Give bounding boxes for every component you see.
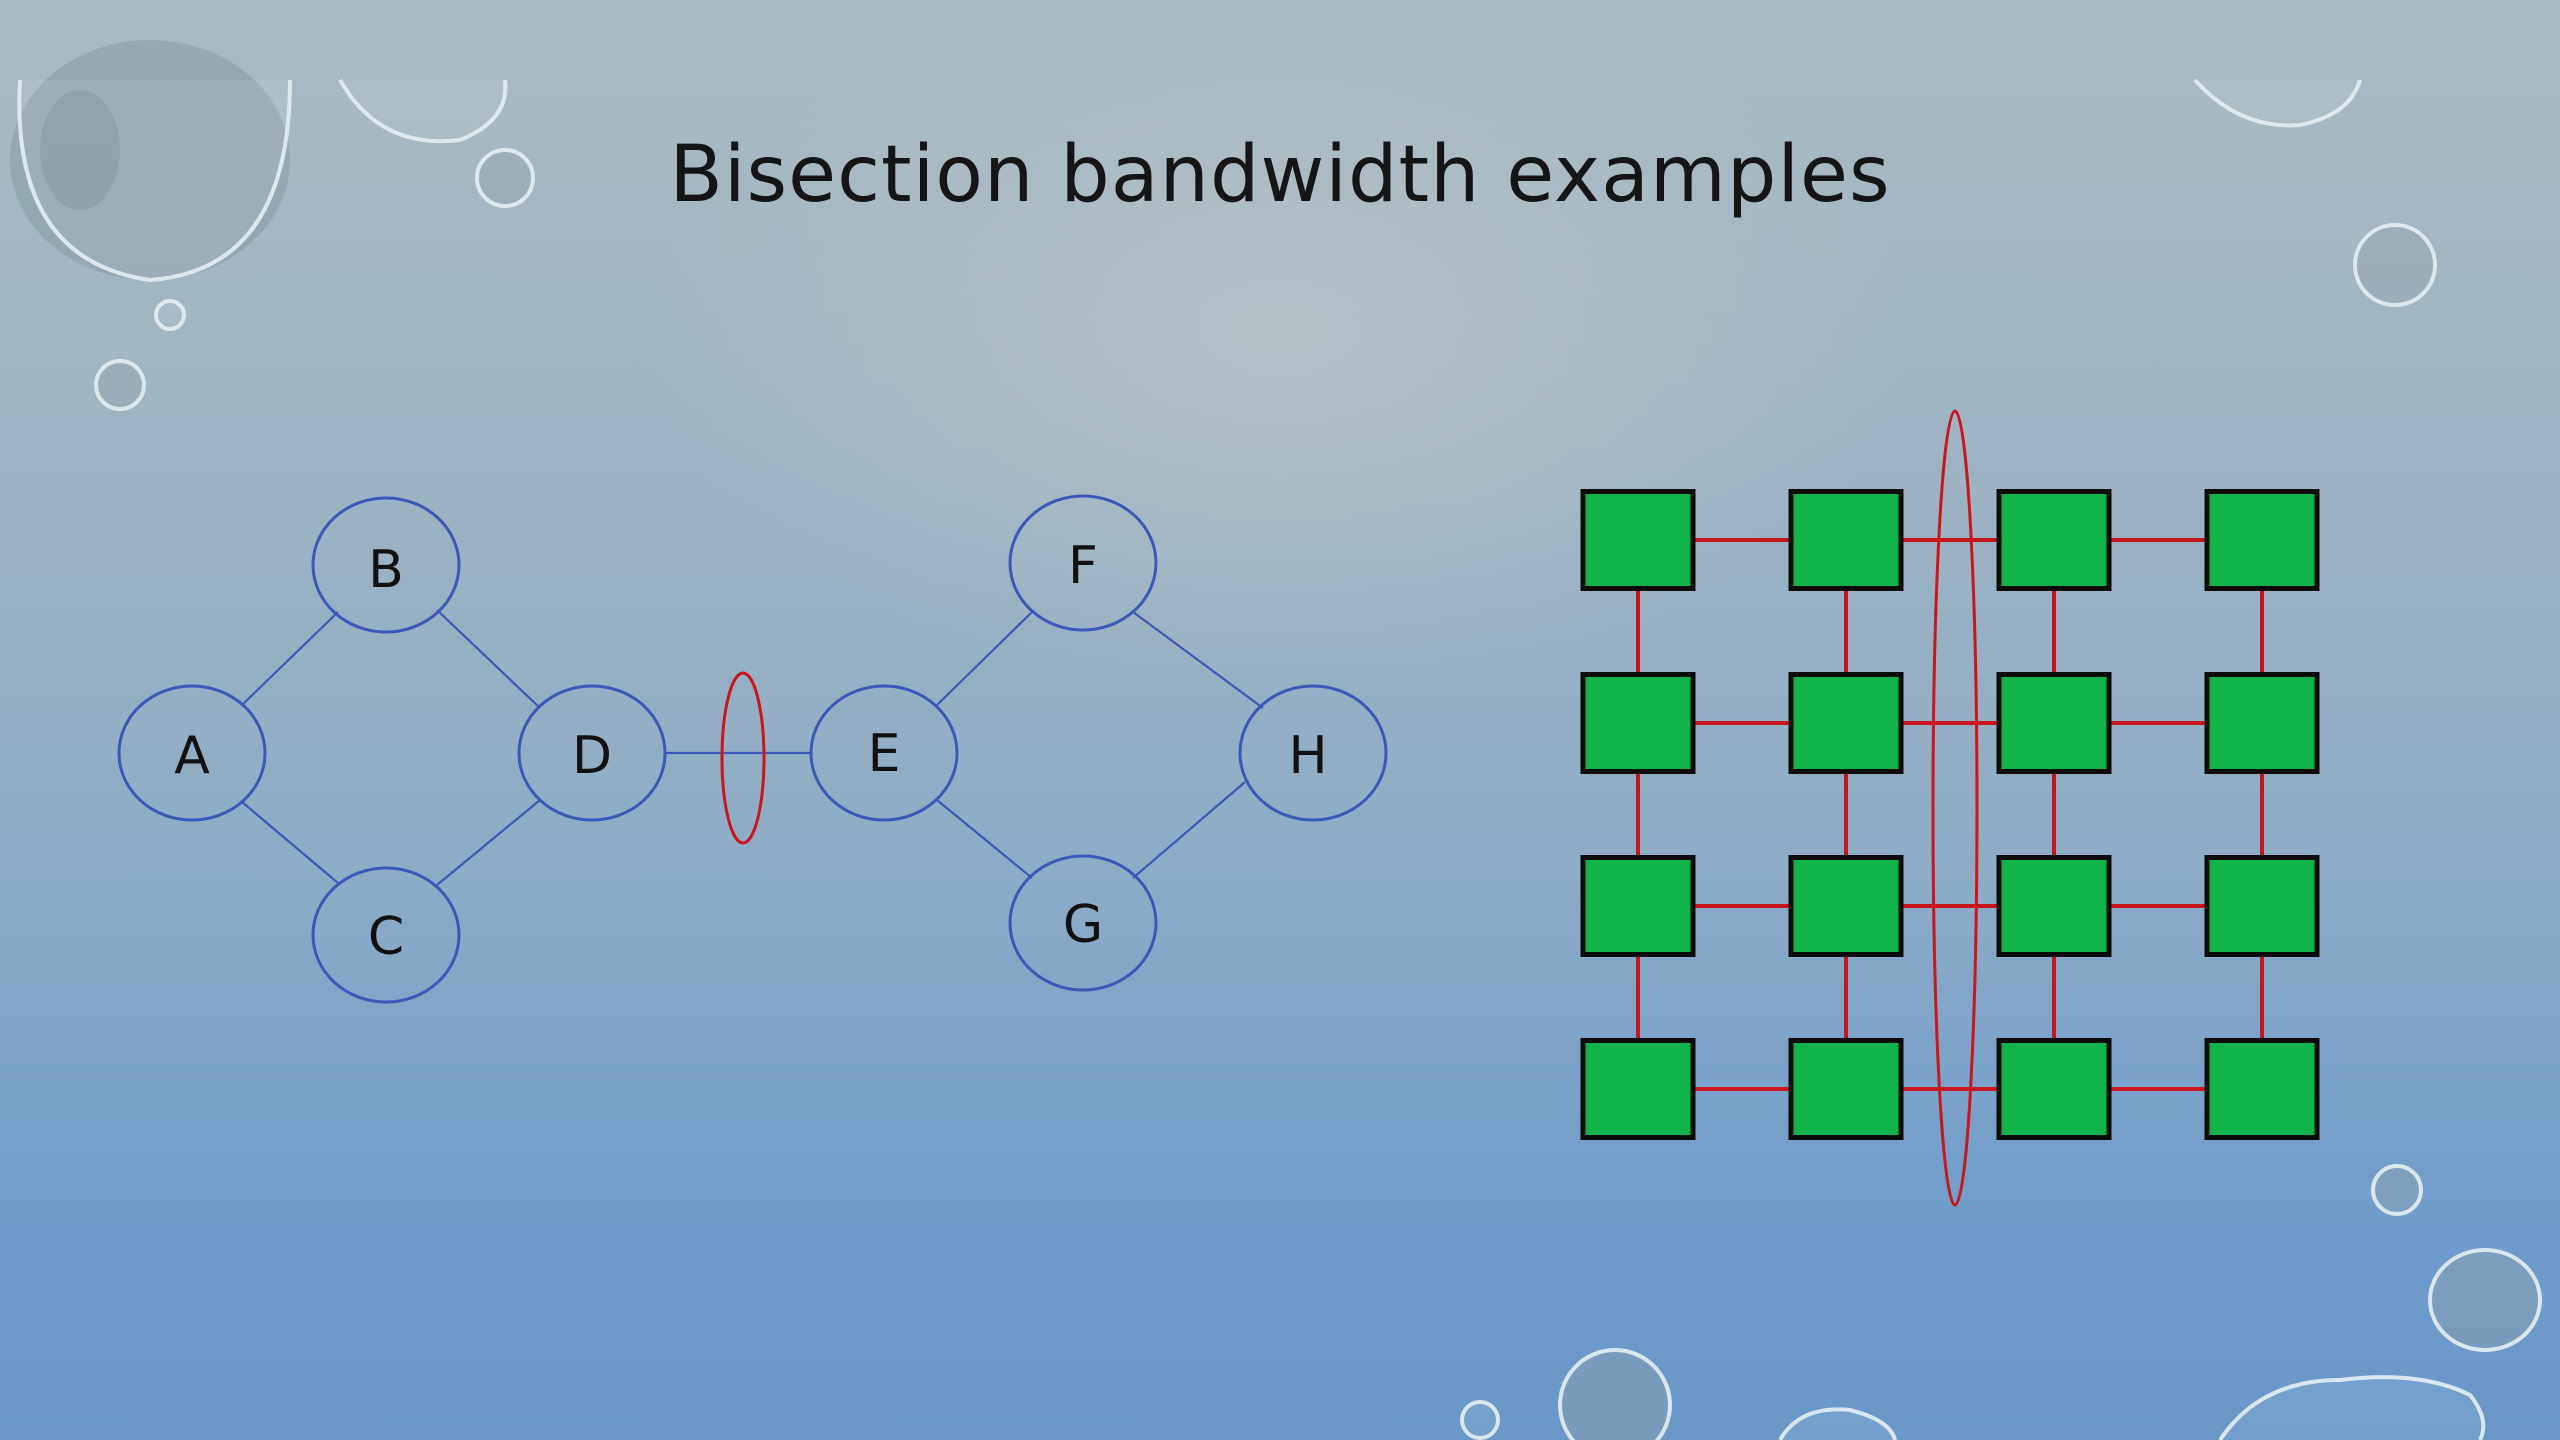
- graph-edges: [241, 609, 1264, 886]
- node-label-h: H: [1288, 726, 1327, 786]
- mesh-node: [2204, 1038, 2320, 1140]
- node-label-e: E: [868, 724, 901, 784]
- graph-node-d: D: [517, 684, 667, 822]
- edge-e-f: [936, 611, 1033, 706]
- node-label-b: B: [368, 540, 404, 600]
- edge-a-b: [241, 611, 339, 706]
- mesh-node: [1580, 489, 1696, 591]
- droplet-decoration-top-left: [10, 40, 292, 283]
- graph-node-b: B: [311, 496, 461, 634]
- mesh-bisection-cut: [1931, 409, 1979, 1207]
- mesh-node: [1996, 1038, 2112, 1140]
- mesh-node: [2204, 855, 2320, 957]
- droplet-decoration-bottom-right: [1460, 1164, 2542, 1440]
- mesh-node: [1996, 855, 2112, 957]
- edge-f-h: [1132, 611, 1264, 709]
- graph-node-h: H: [1238, 684, 1388, 822]
- mesh-nodes: [1580, 489, 2320, 1140]
- graph-node-f: F: [1008, 494, 1158, 632]
- edge-a-c: [241, 801, 339, 884]
- graph-node-g: G: [1008, 854, 1158, 992]
- mesh-node: [1580, 855, 1696, 957]
- edge-g-h: [1132, 781, 1246, 879]
- edge-e-g: [936, 799, 1033, 879]
- graph-node-a: A: [117, 684, 267, 822]
- mesh-node: [1580, 1038, 1696, 1140]
- graph-node-c: C: [311, 866, 461, 1004]
- droplet-decoration-top-right: [2193, 78, 2437, 307]
- edge-b-d: [436, 609, 541, 709]
- mesh-node: [1788, 1038, 1904, 1140]
- mesh-node: [1580, 672, 1696, 774]
- node-label-g: G: [1063, 895, 1103, 955]
- mesh-node: [1996, 672, 2112, 774]
- graph-bisection-cut: [720, 671, 766, 845]
- droplet-decoration-top: [94, 79, 535, 411]
- mesh-node: [2204, 489, 2320, 591]
- graph-node-e: E: [809, 684, 959, 822]
- mesh-node: [2204, 672, 2320, 774]
- node-label-c: C: [368, 907, 404, 967]
- node-label-d: D: [572, 726, 612, 786]
- node-label-f: F: [1068, 536, 1098, 596]
- mesh-links: [1636, 538, 2264, 1091]
- slide-title: Bisection bandwidth examples: [669, 130, 1891, 220]
- mesh-node: [1788, 672, 1904, 774]
- mesh-node: [1788, 489, 1904, 591]
- node-label-a: A: [174, 726, 210, 786]
- mesh-node: [1788, 855, 1904, 957]
- edge-c-d: [436, 799, 541, 886]
- mesh-node: [1996, 489, 2112, 591]
